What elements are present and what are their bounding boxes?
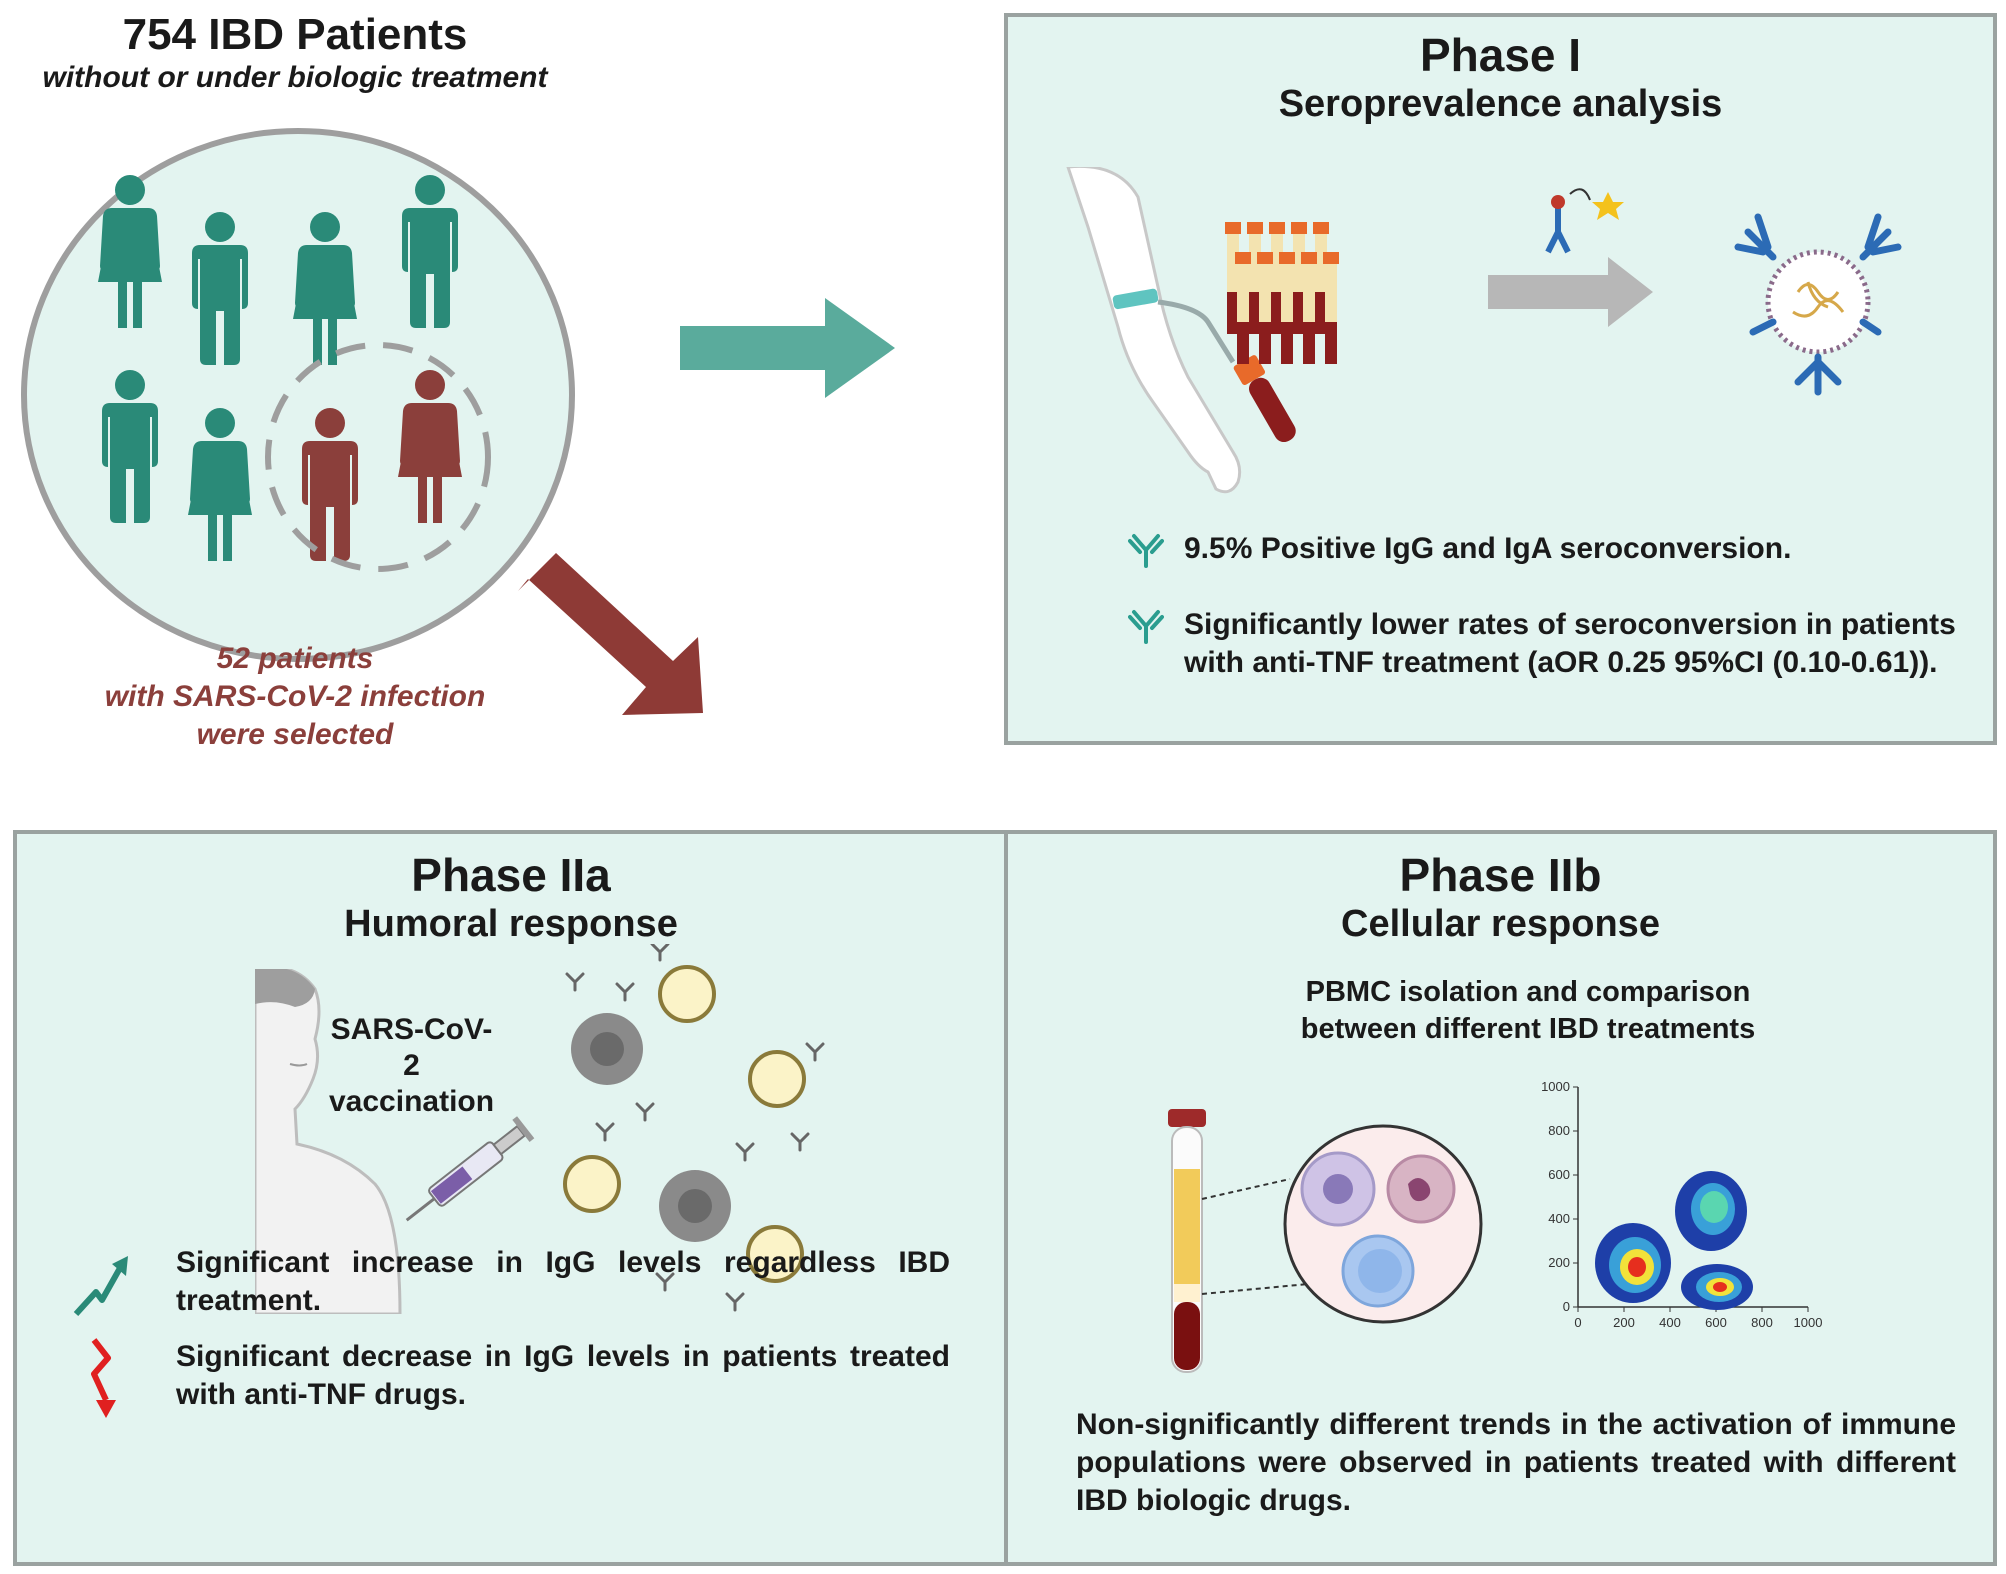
pbmc-method: PBMC isolation and comparison between di… bbox=[1258, 974, 1798, 1048]
x-tick-label: 400 bbox=[1659, 1315, 1681, 1330]
phase2b-title: Phase IIb bbox=[1399, 849, 1602, 901]
flow-cytometry-plot: 0 200 400 600 800 1000 0 200 400 600 800 1000 bbox=[1541, 1079, 1823, 1330]
selected-line-2: with SARS-CoV-2 infection bbox=[104, 680, 486, 713]
blood-tubes-icon bbox=[1225, 222, 1339, 364]
x-tick-label: 200 bbox=[1613, 1315, 1635, 1330]
antibody-bullet-icon bbox=[1128, 610, 1164, 644]
phase2a-subtitle: Humoral response bbox=[344, 903, 678, 945]
antibody-binding-icon bbox=[1545, 188, 1624, 254]
phase2b-panel: Phase IIb Cellular response PBMC isolati… bbox=[1004, 830, 1997, 1566]
y-tick-label: 600 bbox=[1548, 1167, 1570, 1182]
phase1-finding-item: 9.5% Positive IgG and IgA seroconversion… bbox=[1128, 530, 1958, 568]
phase2a-finding-text: Significant increase in IgG levels regar… bbox=[176, 1246, 950, 1317]
phase2a-finding-item: Significant increase in IgG levels regar… bbox=[72, 1244, 972, 1322]
phase2a-finding-text: Significant decrease in IgG levels in pa… bbox=[176, 1340, 950, 1411]
phase1-panel: Phase I Seroprevalence analysis bbox=[1004, 13, 1997, 745]
patient-cohort-illustration bbox=[21, 128, 575, 662]
cell-population-cluster bbox=[1681, 1264, 1753, 1310]
y-tick-label: 800 bbox=[1548, 1123, 1570, 1138]
x-tick-label: 800 bbox=[1751, 1315, 1773, 1330]
phase1-title: Phase I bbox=[1419, 29, 1582, 81]
antigen-cell-icon bbox=[658, 965, 716, 1023]
phase1-header: Phase I Seroprevalence analysis bbox=[1008, 29, 1993, 127]
b-cell-icon bbox=[571, 1013, 643, 1085]
monocyte-icon bbox=[1300, 1151, 1376, 1227]
phase1-findings: 9.5% Positive IgG and IgA seroconversion… bbox=[1128, 530, 1958, 682]
phase1-finding-text: Significantly lower rates of seroconvers… bbox=[1184, 608, 1956, 679]
x-tick-label: 600 bbox=[1705, 1315, 1727, 1330]
y-tick-label: 200 bbox=[1548, 1255, 1570, 1270]
antigen-cell-icon bbox=[746, 1225, 804, 1283]
increase-trend-icon bbox=[73, 1256, 128, 1317]
x-tick-label: 0 bbox=[1574, 1315, 1581, 1330]
arrow-to-phase2-icon bbox=[518, 553, 703, 715]
selected-line-1: 52 patients bbox=[216, 642, 374, 675]
y-tick-label: 400 bbox=[1548, 1211, 1570, 1226]
pbmc-tube-cells-illustration bbox=[1168, 1109, 1483, 1373]
pbmc-method-line-2: between different IBD treatments bbox=[1300, 1013, 1756, 1045]
antibody-bullet-icon bbox=[1128, 534, 1164, 568]
cell-population-cluster bbox=[1595, 1223, 1671, 1303]
phase2a-finding-item: Significant decrease in IgG levels in pa… bbox=[72, 1338, 972, 1422]
cell-population-cluster bbox=[1675, 1171, 1747, 1251]
pbmc-method-line-1: PBMC isolation and comparison bbox=[1305, 976, 1751, 1008]
vaccination-label-line-1: SARS-CoV-2 bbox=[330, 1013, 493, 1082]
cohort-subtitle: without or under biologic treatment bbox=[42, 61, 548, 94]
phase2b-conclusion: Non-significantly different trends in th… bbox=[1076, 1408, 1956, 1517]
cohort-header: 754 IBD Patients without or under biolog… bbox=[0, 10, 590, 96]
antigen-cell-icon bbox=[748, 1050, 806, 1108]
b-cells-antibodies-illustration bbox=[563, 944, 825, 1312]
x-tick-label: 1000 bbox=[1794, 1315, 1823, 1330]
neutrophil-icon bbox=[1386, 1154, 1456, 1224]
lymphocyte-icon bbox=[1341, 1234, 1415, 1308]
selected-line-3: were selected bbox=[196, 718, 394, 751]
virus-antibodies-icon bbox=[1734, 213, 1902, 396]
b-cell-icon bbox=[659, 1170, 731, 1242]
decrease-trend-icon bbox=[91, 1338, 116, 1418]
separated-blood-tube-icon bbox=[1168, 1109, 1206, 1373]
vaccination-label-line-2: vaccination bbox=[329, 1085, 495, 1118]
y-tick-label: 1000 bbox=[1541, 1079, 1570, 1094]
cohort-title: 754 IBD Patients bbox=[122, 10, 468, 59]
vaccination-label: SARS-CoV-2 vaccination bbox=[329, 1012, 494, 1120]
blood-draw-arm-illustration bbox=[1066, 167, 1296, 494]
vaccinated-person-illustration bbox=[255, 969, 402, 1314]
y-tick-label: 0 bbox=[1563, 1299, 1570, 1314]
phase1-finding-item: Significantly lower rates of seroconvers… bbox=[1128, 606, 1958, 682]
syringe-icon bbox=[405, 1116, 535, 1222]
antigen-cell-icon bbox=[563, 1155, 621, 1213]
phase1-subtitle: Seroprevalence analysis bbox=[1278, 83, 1723, 125]
arrow-to-phase1-icon bbox=[680, 298, 895, 398]
phase2a-panel: Phase IIa Humoral response SARS-CoV-2 va… bbox=[13, 830, 1009, 1566]
phase2a-findings: Significant increase in IgG levels regar… bbox=[72, 1244, 972, 1422]
phase2b-subtitle: Cellular response bbox=[1341, 903, 1660, 945]
process-arrow-icon bbox=[1488, 257, 1653, 327]
phase1-finding-text: 9.5% Positive IgG and IgA seroconversion… bbox=[1184, 532, 1792, 565]
phase2a-header: Phase IIa Humoral response bbox=[17, 849, 1005, 947]
phase2b-header: Phase IIb Cellular response bbox=[1008, 849, 1993, 947]
phase2a-title: Phase IIa bbox=[411, 849, 611, 901]
selected-patients-note: 52 patients with SARS-CoV-2 infection we… bbox=[60, 640, 530, 754]
selection-dashed-circle bbox=[265, 342, 491, 572]
